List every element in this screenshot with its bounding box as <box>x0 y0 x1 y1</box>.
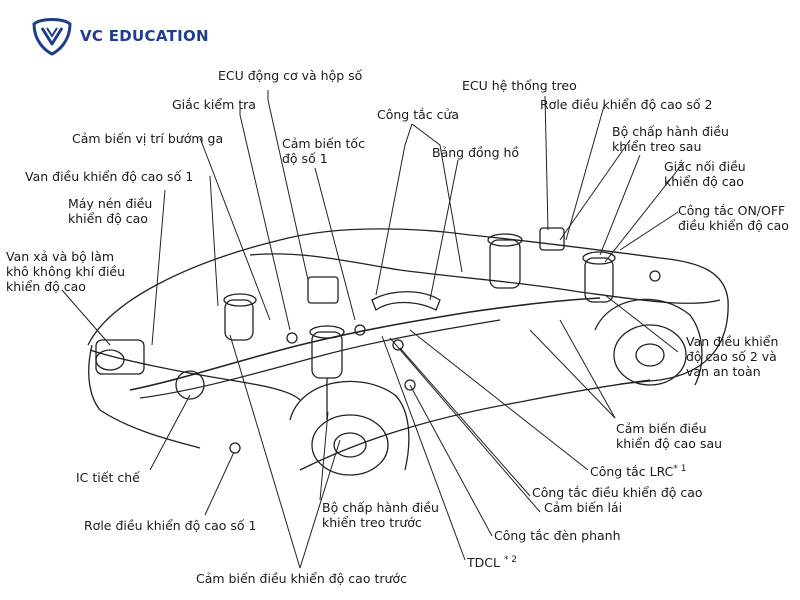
car-body-outline <box>87 228 729 385</box>
label-tdcl-note: * 2 <box>503 555 518 565</box>
brand-logo: VC EDUCATION <box>30 14 209 58</box>
car-roof-line <box>249 253 721 304</box>
label-rear-sensor-1: Cảm biến điều <box>616 421 707 436</box>
label-rear-sensor-2: khiển độ cao sau <box>616 436 723 451</box>
label-rear-actuator-2: khiển treo sau <box>612 139 702 154</box>
label-dashboard: Bảng đồng hồ <box>432 145 520 160</box>
front-wheel <box>311 414 389 476</box>
exhaust-valve <box>95 349 125 371</box>
label-height-plug-2: khiển độ cao <box>664 174 744 189</box>
front-wheel-hub <box>333 432 367 458</box>
ecu-engine-box <box>307 276 339 304</box>
label-steering-sensor: Cảm biến lái <box>544 500 623 515</box>
label-relay-2: Rơle điều khiển độ cao số 2 <box>540 97 713 112</box>
car-hood-line <box>89 349 301 401</box>
label-tdcl: TDCL * 2 <box>467 553 517 570</box>
label-lrc-note: * 1 <box>673 464 687 474</box>
car-sill-line <box>299 379 651 471</box>
leader-lines <box>61 90 685 569</box>
label-onoff-2: điều khiển độ cao <box>678 218 789 233</box>
label-valve2-3: van an toàn <box>686 364 761 379</box>
label-speed-sensor-2: độ số 1 <box>282 151 328 166</box>
brake-switch-part <box>404 379 416 391</box>
check-socket-part <box>286 332 298 344</box>
label-front-actuator-2: khiển treo trước <box>322 515 422 530</box>
label-relay-1: Rơle điều khiển độ cao số 1 <box>84 518 257 533</box>
label-door-switch: Công tắc cửa <box>377 107 460 122</box>
label-speed-sensor-1: Cảm biến tốc <box>282 136 365 151</box>
speed-sensor-part <box>354 324 366 336</box>
ic-regulator-part <box>175 370 205 400</box>
label-front-actuator-1: Bộ chấp hành điều <box>322 500 439 515</box>
rear-left-strut <box>489 239 521 289</box>
label-onoff-1: Công tắc ON/OFF <box>678 203 786 218</box>
front-wheel-arch <box>289 380 410 471</box>
label-front-sensor: Cảm biến điều khiển độ cao trước <box>196 571 407 586</box>
air-pipe-secondary <box>139 319 501 399</box>
label-lrc-text: Công tắc LRC <box>590 464 674 480</box>
label-valve2-1: Van điều khiển <box>686 334 779 349</box>
label-exhaust-1: Van xả và bộ làm <box>6 249 115 264</box>
air-pipe-main <box>129 297 601 391</box>
rear-wheel-arch <box>594 298 703 386</box>
dashboard-shape <box>371 291 441 312</box>
relay-1-part <box>229 442 241 454</box>
label-brake-switch: Công tắc đèn phanh <box>494 528 621 543</box>
label-lrc-switch: Công tắc LRC* 1 <box>590 462 686 479</box>
label-valve2-2: độ cao số 2 và <box>686 349 777 364</box>
ecu-suspension-box <box>539 227 565 251</box>
label-check-socket: Giắc kiểm tra <box>172 97 256 112</box>
label-ecu-engine: ECU động cơ và hộp số <box>218 68 363 83</box>
label-exhaust-3: khiển độ cao <box>6 279 86 294</box>
label-ic-regulator: IC tiết chế <box>76 470 140 485</box>
label-tdcl-text: TDCL <box>467 555 500 571</box>
height-switch-part <box>392 339 404 351</box>
label-exhaust-2: khô không khí điều <box>6 264 126 279</box>
brand-name: VC EDUCATION <box>80 27 209 45</box>
vc-shield-icon <box>32 18 72 56</box>
label-compressor-1: Máy nén điều <box>68 196 153 211</box>
rear-right-strut <box>584 257 614 303</box>
label-throttle-sensor: Cảm biến vị trí bướm ga <box>72 131 224 146</box>
label-height-switch: Công tắc điều khiển độ cao <box>532 485 703 500</box>
rear-wheel-hub <box>635 343 665 367</box>
label-rear-actuator-1: Bộ chấp hành điều <box>612 124 729 139</box>
label-height-plug-1: Giắc nối điều <box>664 159 746 174</box>
label-compressor-2: khiển độ cao <box>68 211 148 226</box>
car-front-bumper <box>88 344 201 449</box>
on-off-switch-part <box>649 270 661 282</box>
rear-wheel <box>613 324 687 386</box>
label-valve-1: Van điều khiển độ cao số 1 <box>25 169 194 184</box>
label-ecu-suspension: ECU hệ thống treo <box>462 78 577 93</box>
front-left-strut <box>224 299 254 341</box>
